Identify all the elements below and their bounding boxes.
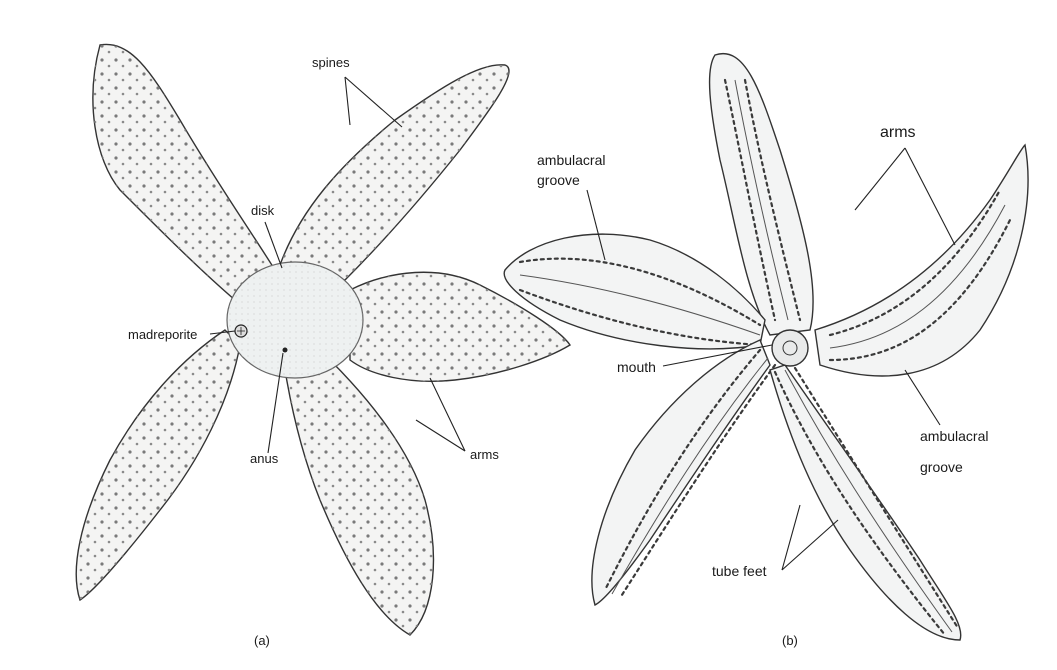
arm-bottom bbox=[770, 365, 961, 640]
label-disk: disk bbox=[251, 203, 275, 218]
label-arms-b: arms bbox=[880, 124, 916, 141]
label-arms-a: arms bbox=[470, 447, 499, 462]
anus-dot bbox=[283, 348, 288, 353]
label-madreporite: madreporite bbox=[128, 327, 197, 342]
caption-a: (a) bbox=[254, 633, 270, 648]
label-ambulacral-groove-top-1: ambulacral bbox=[537, 152, 605, 168]
label-ambulacral-groove-right-1: ambulacral bbox=[920, 428, 988, 444]
label-ambulacral-groove-right-2: groove bbox=[920, 459, 963, 475]
starfish-ventral-view bbox=[504, 54, 1028, 640]
label-tube-feet: tube feet bbox=[712, 563, 767, 579]
mouth-center bbox=[772, 330, 808, 366]
label-anus: anus bbox=[250, 451, 279, 466]
label-mouth: mouth bbox=[617, 359, 656, 375]
label-ambulacral-groove-top-2: groove bbox=[537, 172, 580, 188]
label-spines: spines bbox=[312, 55, 350, 70]
caption-b: (b) bbox=[782, 633, 798, 648]
